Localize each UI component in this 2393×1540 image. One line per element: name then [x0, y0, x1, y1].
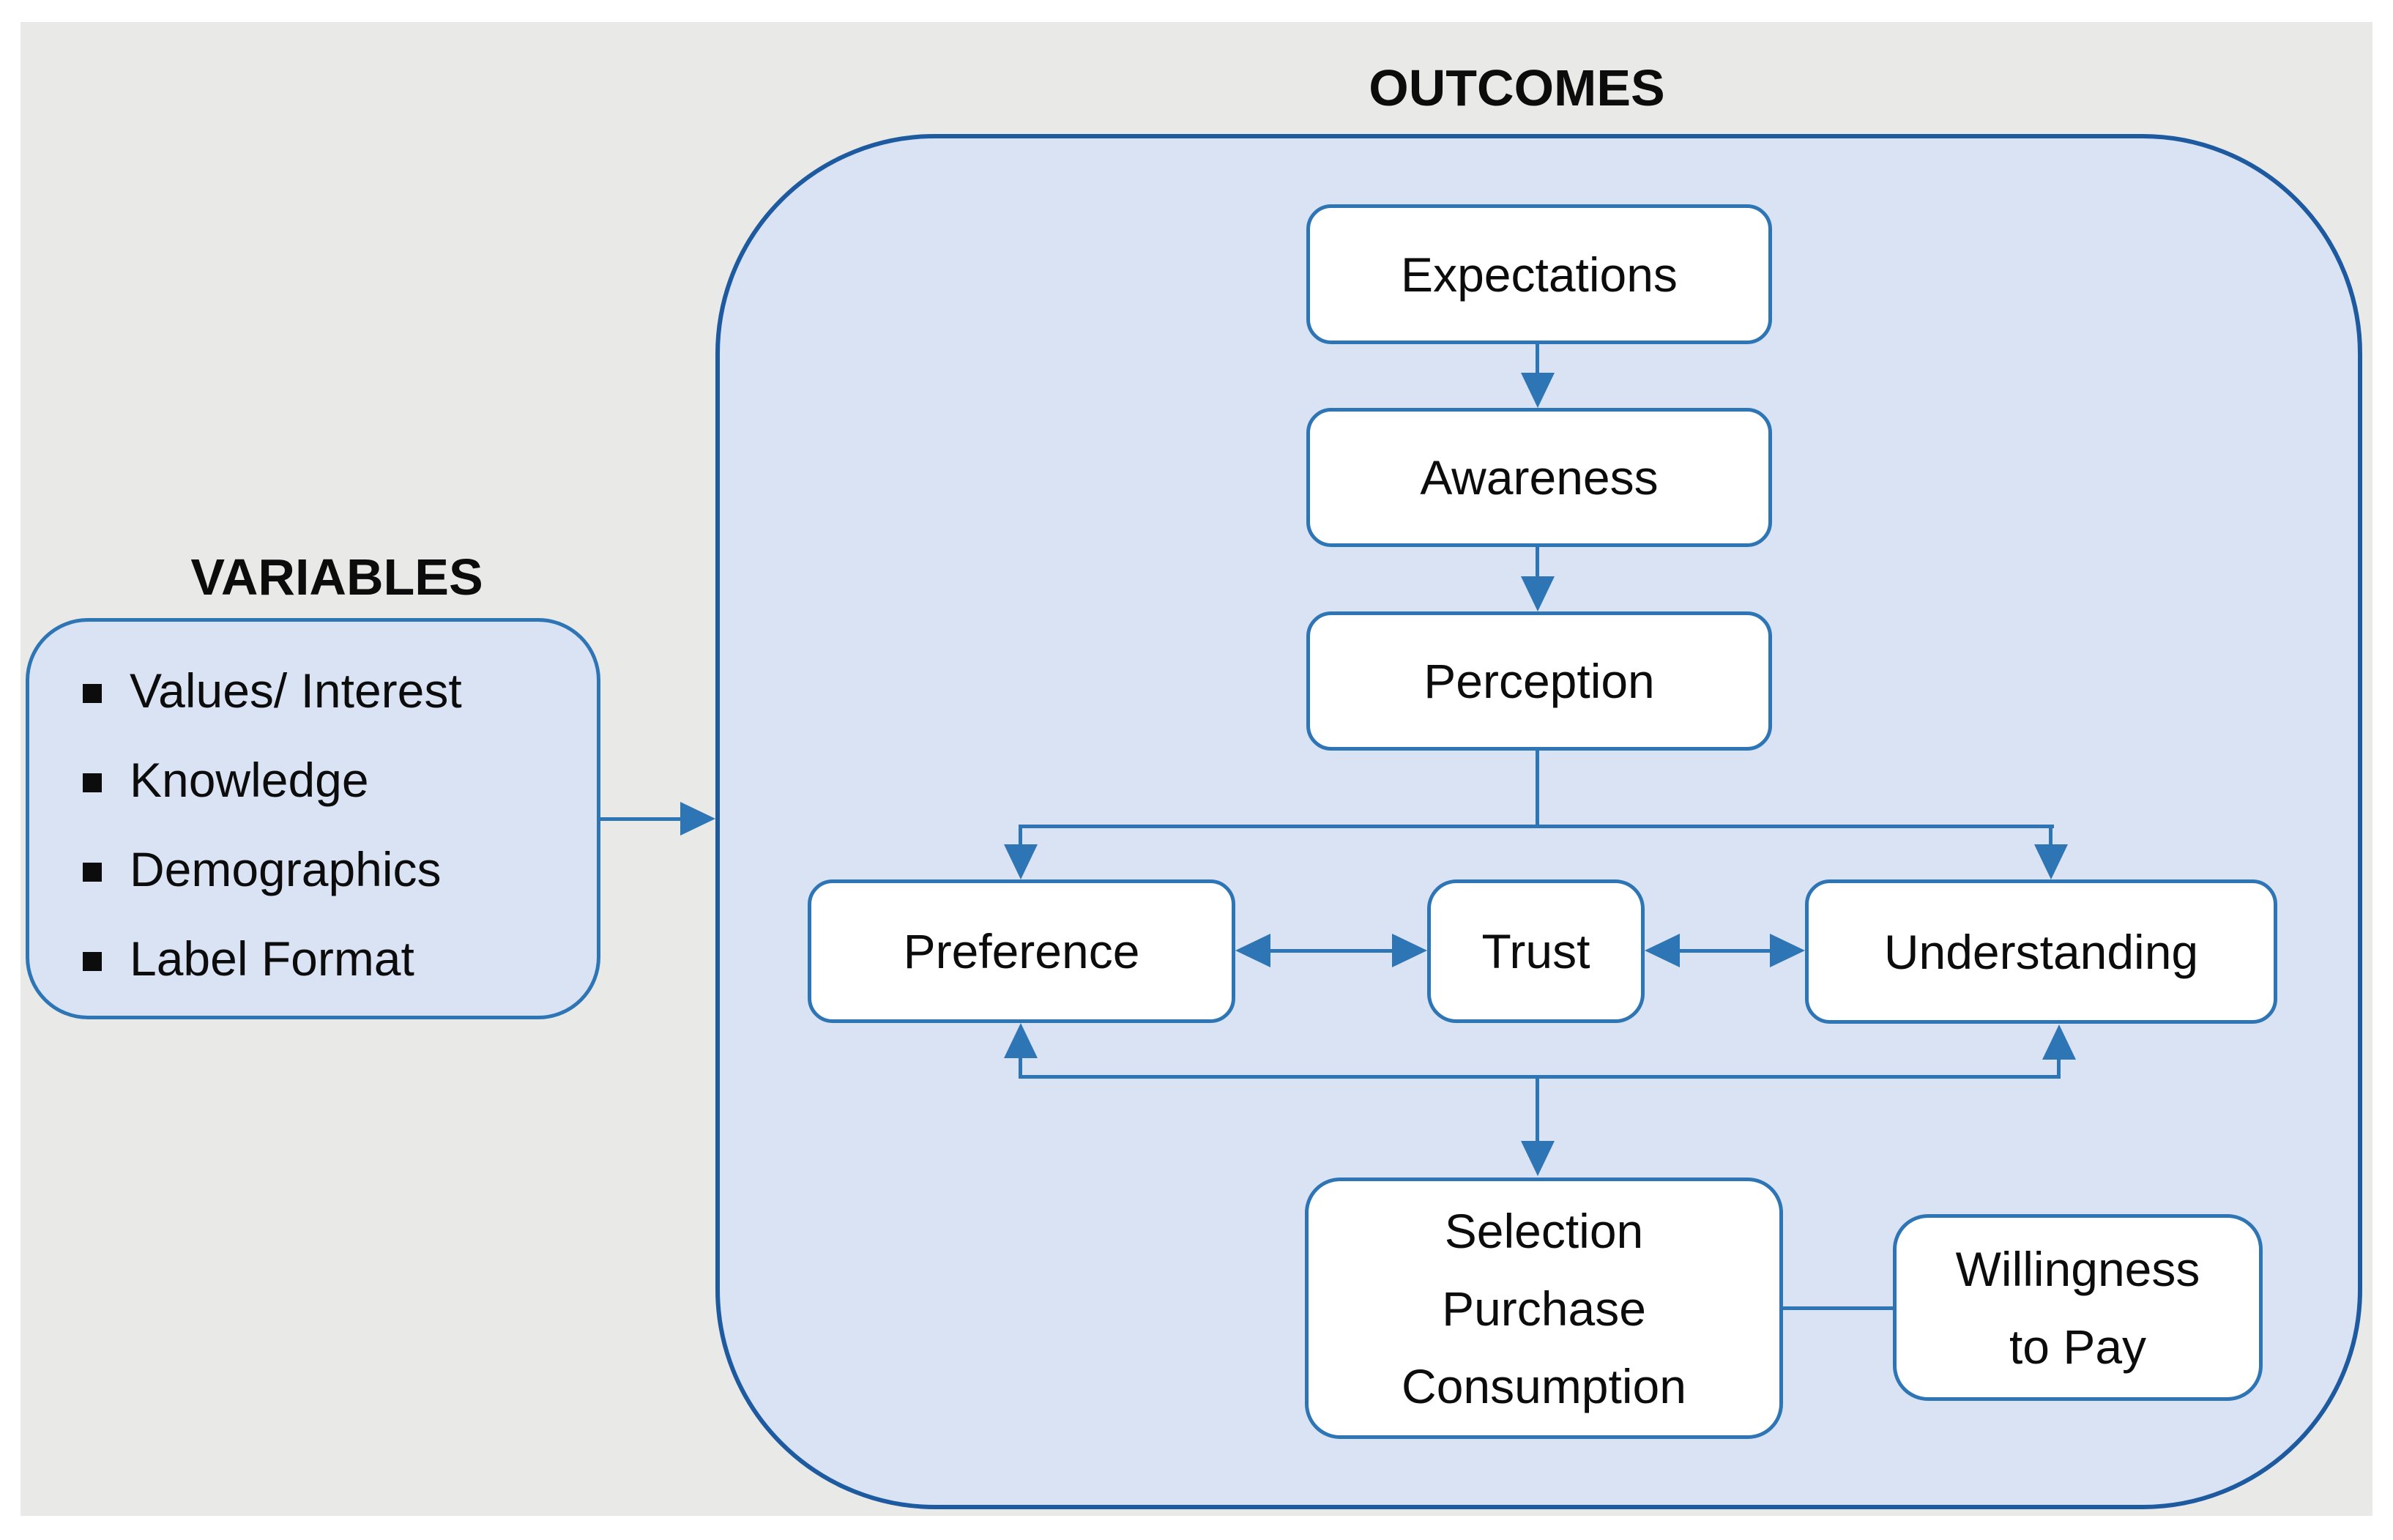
connector-variables-to-outcomes: [600, 817, 682, 821]
connector-preference-trust: [1252, 949, 1413, 953]
connector-branch-to-understanding: [2049, 825, 2053, 848]
arrowhead-down-icon: [1004, 844, 1038, 879]
connector-perception-stem: [1536, 751, 1539, 827]
variables-title: VARIABLES: [190, 548, 483, 606]
connector-to-selection: [1536, 1076, 1539, 1144]
node-trust: Trust: [1427, 879, 1645, 1023]
node-label-line: Willingness: [1955, 1241, 2200, 1296]
arrowhead-left-icon: [1235, 934, 1270, 967]
variable-label: Label Format: [130, 931, 414, 986]
node-understanding: Understanding: [1805, 879, 2277, 1024]
variable-label: Knowledge: [130, 753, 369, 807]
outcomes-title: OUTCOMES: [1369, 59, 1665, 116]
list-item: Demographics: [77, 825, 589, 914]
connector-branch-horizontal: [1020, 825, 2054, 828]
connector-expectations-to-awareness: [1536, 344, 1539, 375]
node-preference: Preference: [808, 879, 1235, 1023]
node-selection-purchase-consumption: Selection Purchase Consumption: [1305, 1178, 1783, 1439]
connector-feedback-horizontal: [1020, 1075, 2060, 1079]
list-item: Label Format: [77, 914, 589, 1003]
variable-label: Demographics: [130, 842, 442, 896]
arrowhead-down-icon: [2034, 844, 2068, 879]
connector-branch-to-preference: [1019, 825, 1022, 848]
node-expectations: Expectations: [1306, 204, 1772, 344]
variables-panel: [26, 618, 600, 1019]
node-label-line: Purchase: [1442, 1281, 1646, 1336]
square-bullet-icon: [83, 684, 102, 703]
square-bullet-icon: [83, 952, 102, 971]
node-label-line: to Pay: [2009, 1319, 2147, 1374]
node-perception: Perception: [1306, 611, 1772, 751]
arrowhead-right-icon: [1770, 934, 1805, 967]
arrowhead-right-icon: [1392, 934, 1427, 967]
square-bullet-icon: [83, 773, 102, 792]
connector-trust-understanding: [1651, 949, 1798, 953]
connector-awareness-to-perception: [1536, 547, 1539, 578]
list-item: Knowledge: [77, 735, 589, 825]
arrowhead-right-icon: [680, 802, 715, 836]
node-willingness-to-pay: Willingness to Pay: [1893, 1214, 2263, 1401]
arrowhead-down-icon: [1521, 373, 1555, 408]
arrowhead-down-icon: [1521, 1141, 1555, 1176]
list-item: Values/ Interest: [77, 646, 589, 735]
connector-feedback-to-understanding: [2057, 1057, 2061, 1079]
arrowhead-left-icon: [1645, 934, 1680, 967]
node-label-line: Consumption: [1402, 1358, 1686, 1413]
node-awareness: Awareness: [1306, 408, 1772, 547]
arrowhead-down-icon: [1521, 576, 1555, 611]
variable-label: Values/ Interest: [130, 663, 462, 718]
connector-selection-willingness: [1783, 1306, 1893, 1310]
arrowhead-up-icon: [1004, 1023, 1038, 1058]
node-label-line: Selection: [1444, 1203, 1644, 1258]
connector-feedback-to-preference: [1019, 1056, 1022, 1079]
arrowhead-up-icon: [2042, 1024, 2076, 1060]
square-bullet-icon: [83, 863, 102, 882]
